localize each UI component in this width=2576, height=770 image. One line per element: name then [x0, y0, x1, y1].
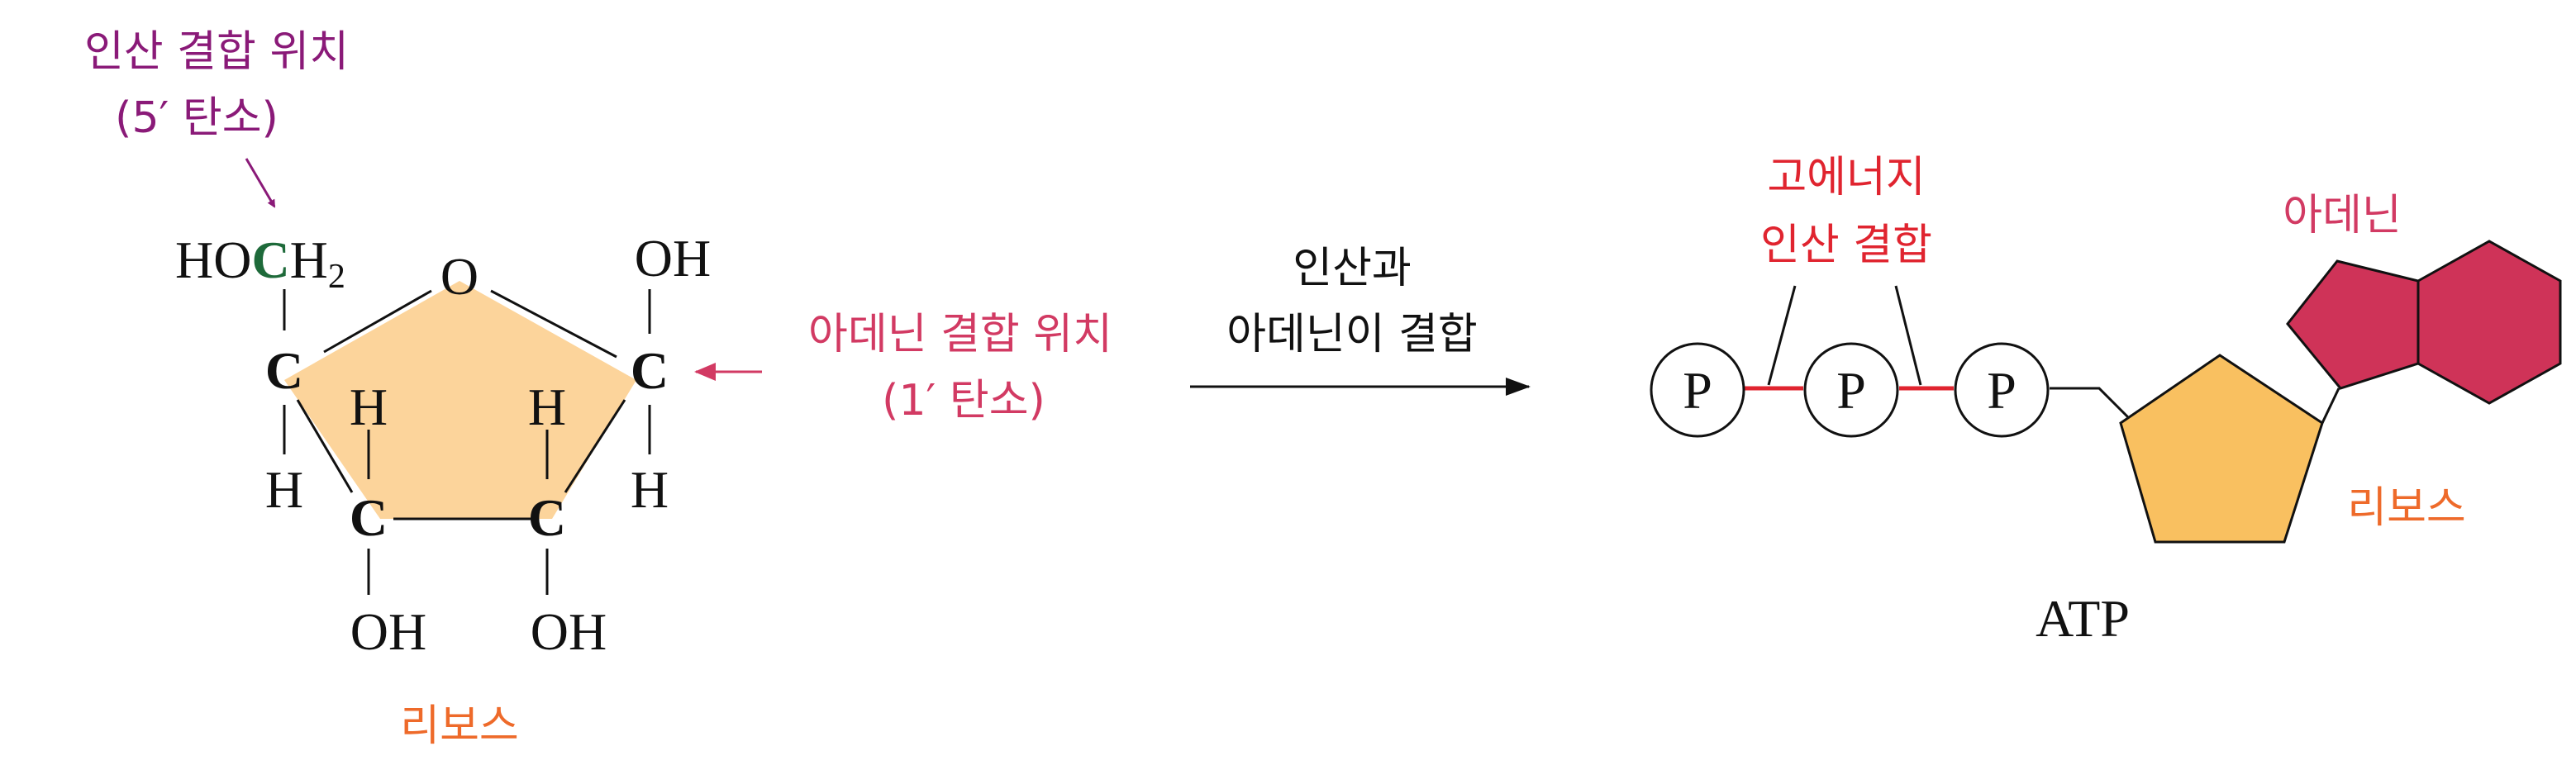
c3-oh: OH	[350, 602, 426, 661]
phosphate-3: P	[1954, 342, 2050, 438]
high-energy-pointer-1	[1767, 285, 1797, 386]
phosphate-1: P	[1650, 342, 1745, 438]
carbon-c1: C	[631, 341, 669, 400]
atp-ribose-pentagon	[2119, 354, 2324, 544]
hydrogen-c3: H	[350, 378, 388, 436]
high-energy-pointer-2	[1894, 285, 1922, 386]
adenine-label: 아데닌	[2283, 191, 2402, 240]
adenine-hexagon	[2416, 240, 2562, 405]
ribose-ring-shape	[284, 281, 636, 519]
phosphate-1-symbol: P	[1683, 361, 1712, 420]
carbon-c4: C	[265, 341, 303, 400]
phosphate-3-symbol: P	[1987, 361, 2017, 420]
adenine-pentagon	[2286, 259, 2420, 390]
carbon-c2: C	[528, 488, 566, 547]
hoch2-group: HOCH2	[175, 231, 345, 296]
phosphate-2-symbol: P	[1836, 361, 1866, 420]
atp-ribose-label: 리보스	[2347, 483, 2466, 533]
phosphate-site-arrow	[245, 158, 276, 208]
ribose-caption: 리보스	[400, 701, 519, 751]
c1-oh-top: OH	[635, 229, 711, 288]
phosphate-2: P	[1803, 342, 1899, 438]
hydrogen-c4: H	[265, 460, 303, 519]
ring-oxygen: O	[440, 247, 479, 306]
hydrogen-c2: H	[528, 378, 566, 436]
phosphate-site-label-line2: (5′ 탄소)	[115, 93, 279, 143]
reaction-label-line2: 아데닌이 결합	[1226, 310, 1478, 359]
high-energy-label-line2: 인산 결합	[1760, 221, 1932, 270]
ribose-structure: 인산 결합 위치 (5′ 탄소) HOCH2 O OH C C C C H H …	[84, 27, 1112, 751]
atp-caption: ATP	[2036, 589, 2130, 648]
phosphate-ribose-bond	[2050, 387, 2131, 420]
phosphate-site-label-line1: 인산 결합 위치	[84, 27, 349, 77]
carbon-c3: C	[350, 488, 388, 547]
adenine-site-label-line1: 아데닌 결합 위치	[808, 310, 1112, 359]
ribose-adenine-bond	[2321, 387, 2340, 424]
reaction-label-line1: 인산과	[1293, 244, 1412, 293]
ring-bonds	[283, 289, 651, 595]
hydrogen-c1: H	[631, 460, 669, 519]
c2-oh: OH	[531, 602, 607, 661]
adenine-site-label-line2: (1′ 탄소)	[882, 376, 1045, 425]
atp-schematic: 고에너지 인산 결합 P P P 아데닌 리보스 ATP	[1650, 153, 2562, 648]
high-energy-label-line1: 고에너지	[1767, 153, 1925, 202]
reaction-arrow-group: 인산과 아데닌이 결합	[1190, 244, 1531, 396]
